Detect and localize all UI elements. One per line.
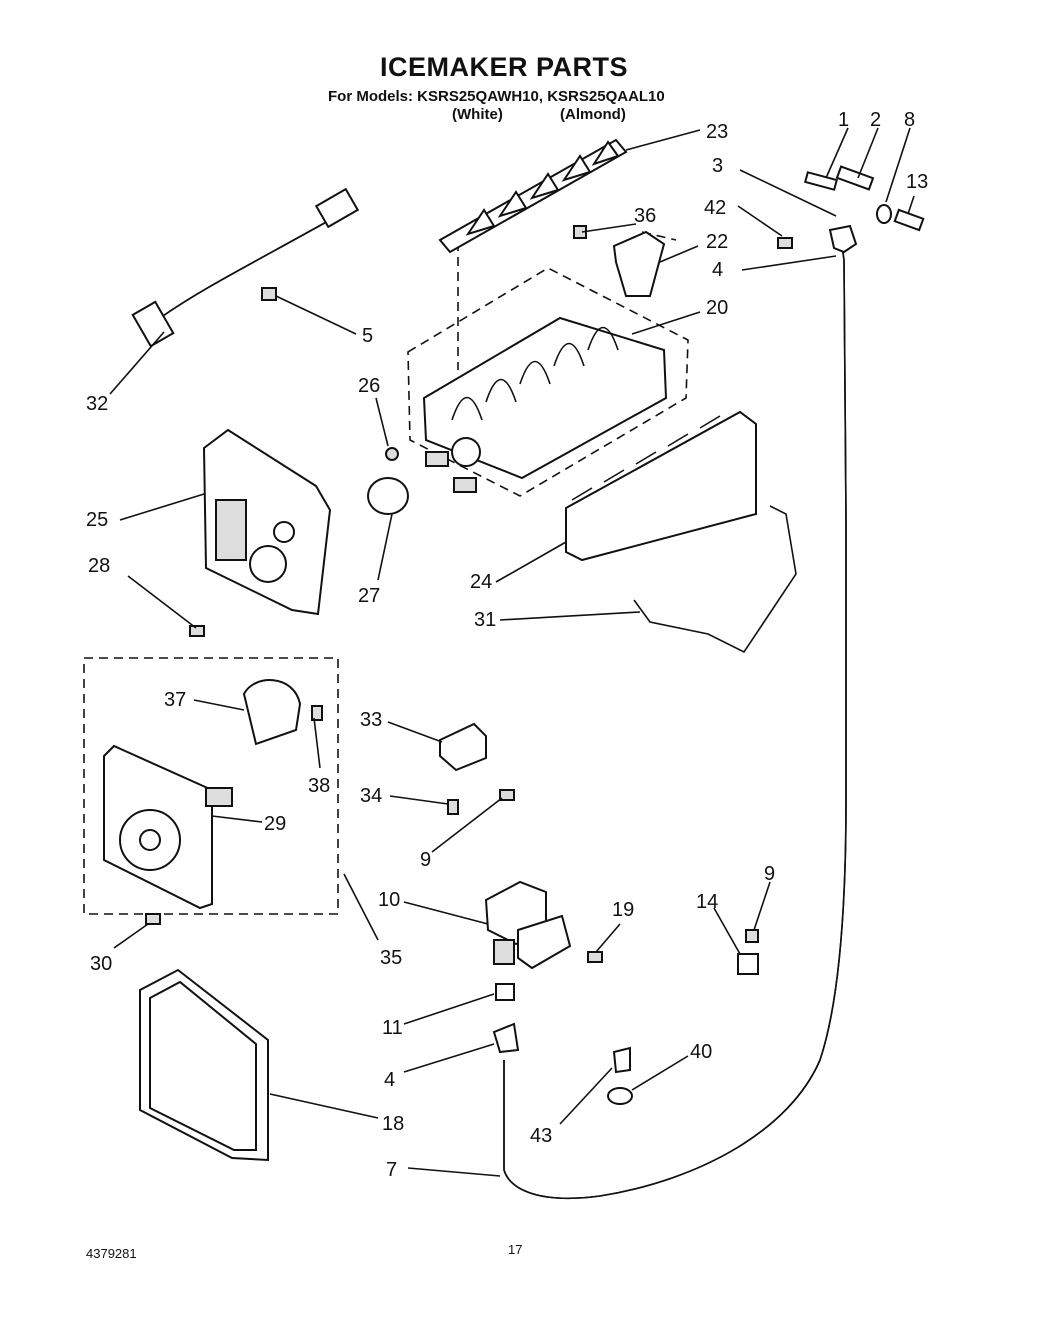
callout-4-top: 4 [712,259,723,281]
fitting-part [612,1046,631,1074]
variant-almond: (Almond) [560,106,626,123]
module-part [103,744,233,910]
screw-part [189,625,205,637]
screw-part [447,799,459,815]
callout-38: 38 [308,775,330,797]
callout-23: 23 [706,121,728,143]
callout-18: 18 [382,1113,404,1135]
callout-labels: 1 2 8 3 13 42 23 36 22 4 20 5 32 26 25 2… [86,109,928,1181]
callout-4-bottom: 4 [384,1069,395,1091]
ejector-bar-part [438,138,628,254]
callout-27: 27 [358,585,380,607]
bin-part [612,230,666,297]
callout-42: 42 [704,197,726,219]
callout-11: 11 [382,1017,403,1039]
bracket-part [439,722,487,772]
fitting-part [492,1022,520,1054]
callout-7: 7 [386,1159,397,1181]
callout-2: 2 [870,109,881,131]
callout-36: 36 [634,205,656,227]
callout-9-mid: 9 [420,849,431,871]
icemaker-assembly-outline [407,267,689,497]
callout-19: 19 [612,899,634,921]
callout-25: 25 [86,509,108,531]
ice-mold-part [422,316,668,493]
callout-9-right: 9 [764,863,775,885]
callout-37: 37 [164,689,186,711]
callout-10: 10 [378,889,400,911]
callout-24: 24 [470,571,492,593]
callout-8: 8 [904,109,915,131]
screw-part [145,913,161,925]
callout-29: 29 [264,813,286,835]
callout-14: 14 [696,891,718,913]
screw-part [499,789,515,801]
callout-30: 30 [90,953,112,975]
control-housing-part [202,428,332,616]
callout-34: 34 [360,785,382,807]
leader-lines [109,127,915,1177]
thermostat-part [367,477,409,515]
inlet-fittings-part [777,165,925,254]
nut-part [607,1087,633,1105]
page-number: 17 [508,1242,523,1257]
callout-32: 32 [86,393,108,415]
front-cover-part [565,410,757,562]
callout-1: 1 [838,109,849,131]
screw-part [587,951,603,963]
callout-43: 43 [530,1125,552,1147]
screw-part [385,447,399,461]
callout-28: 28 [88,555,110,577]
page-title: ICEMAKER PARTS [379,52,628,82]
callout-5: 5 [362,325,373,347]
module-assembly-outline [83,657,339,915]
wire-harness-part [131,187,360,348]
callout-13: 13 [906,171,928,193]
callout-40: 40 [690,1041,712,1063]
callout-35: 35 [380,947,402,969]
nut-part [495,983,515,1001]
variant-white: (White) [452,106,503,123]
shutoff-arm-part [633,505,797,654]
water-valve-part [484,880,572,970]
clamp-part [737,953,759,975]
motor-part [242,679,302,746]
document-number: 4379281 [86,1246,137,1261]
models-line: For Models: KSRS25QAWH10, KSRS25QAAL10 [328,88,665,105]
callout-33: 33 [360,709,382,731]
callout-20: 20 [706,297,728,319]
screw-part [745,929,759,943]
callout-3: 3 [712,155,723,177]
filter-box-part [139,968,269,1162]
screw-part [311,705,323,721]
callout-31: 31 [474,609,496,631]
callout-22: 22 [706,231,728,253]
callout-26: 26 [358,375,380,397]
